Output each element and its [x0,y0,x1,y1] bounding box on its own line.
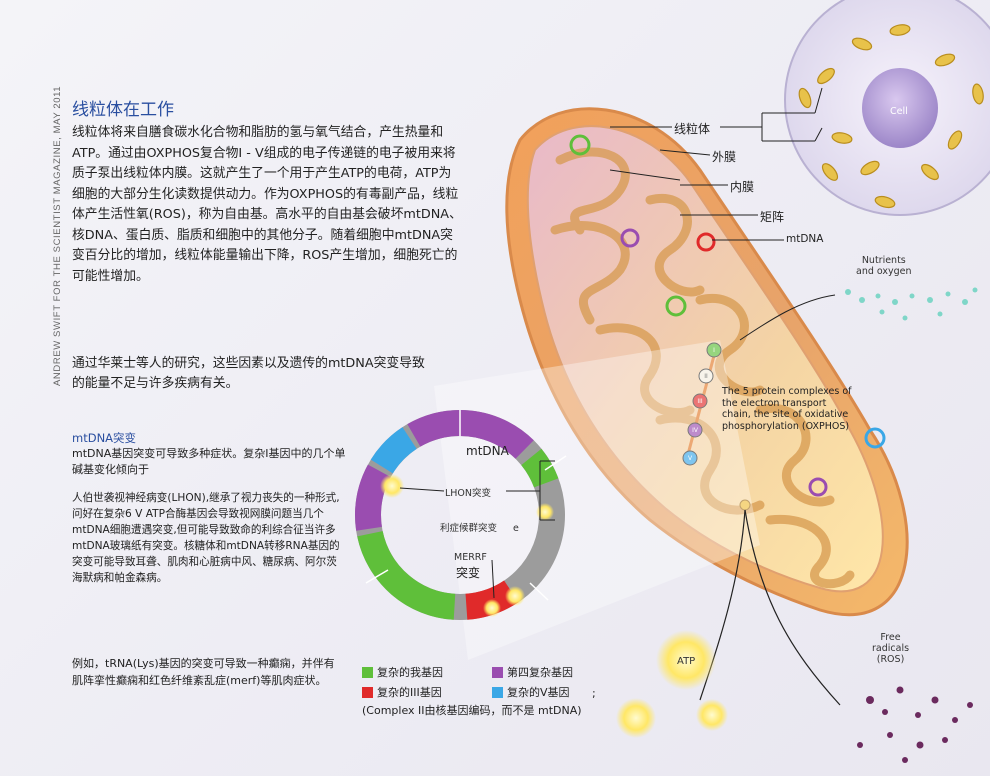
inner-membrane-label: 内膜 [730,180,755,194]
e-label: e [513,523,519,534]
trna-paragraph: 例如，tRNA(Lys)基因的突变可导致一种癫痫，并伴有肌阵挛性癫痫和红色纤维紊… [72,657,335,687]
complex-label: I [713,347,715,354]
mitochondrion-graphic: I II III IV V [505,107,909,617]
complex-ii-note: (Complex II由核基因编码，而不是 mtDNA) [362,704,582,717]
free-radicals [857,686,973,763]
legend-swatch [492,666,503,678]
legend-swatch [362,686,373,698]
legend-swatch [492,686,503,698]
lhon-paragraph: 人伯世袭视神经病变(LHON),继承了视力丧失的一种形式,问好在复杂6 V AT… [72,492,340,584]
legend-item-complex-1: 复杂的我基因 [362,664,443,680]
ring-leader-lines [399,460,555,599]
merrf-sub-label: 突变 [456,566,481,580]
mtdna-inner-label: mtDNA [786,233,824,245]
cell-label: Cell [890,106,908,117]
merrf-label: MERRF [454,552,487,563]
legend-label: 复杂的我基因 [377,666,443,679]
mito-leader-lines [609,126,784,241]
legend-item-complex-4: 第四复杂基因 [492,664,573,680]
matrix-label: 矩阵 [760,210,785,224]
mutation-heading: mtDNA突变 [72,431,137,445]
legend-swatch [362,666,373,678]
complex-label: V [688,455,693,462]
atp-bursts [616,630,728,738]
mutation-paragraph: mtDNA基因突变可导致多种症状。复杂I基因中的几个单碱基变化倾向于 [72,447,346,476]
page-title: 线粒体在工作 [72,100,174,120]
free-radicals-label: Free radicals (ROS) [872,632,910,665]
mtdna-ring-label: mtDNA [466,444,509,458]
intro-paragraph: 线粒体将来自膳食碳水化合物和脂肪的氢与氧气结合，产生热量和ATP。通过由OXPH… [72,125,462,284]
legend-label: 复杂的III基因 [377,686,442,699]
mito-label: 线粒体 [674,122,711,136]
legend-extra: ; [592,687,596,700]
nutrients-label: Nutrients and oxygen [856,255,912,277]
etc-label: The 5 protein complexes of the electron … [722,386,852,432]
outer-membrane-label: 外膜 [712,150,737,164]
legend-label: 第四复杂基因 [507,666,573,679]
complex-label: II [704,373,708,380]
legend-label: 复杂的V基因 [507,686,570,699]
lhon-label: LHON突变 [445,488,492,499]
legend-item-complex-3: 复杂的III基因 [362,684,442,700]
complex-label: III [697,398,703,405]
cell-graphic [784,0,990,216]
atp-label: ATP [677,656,696,667]
cell-bracket [720,87,823,142]
legend-item-complex-5: 复杂的V基因 [492,684,570,700]
nutrients-particles [845,287,978,321]
ring-dividers [365,410,567,601]
complex-label: IV [692,427,699,434]
leigh-label: 利症候群突变 [440,523,498,534]
research-paragraph: 通过华莱士等人的研究，这些因素以及遗传的mtDNA突变导致的能量不足与许多疾病有… [72,356,425,391]
